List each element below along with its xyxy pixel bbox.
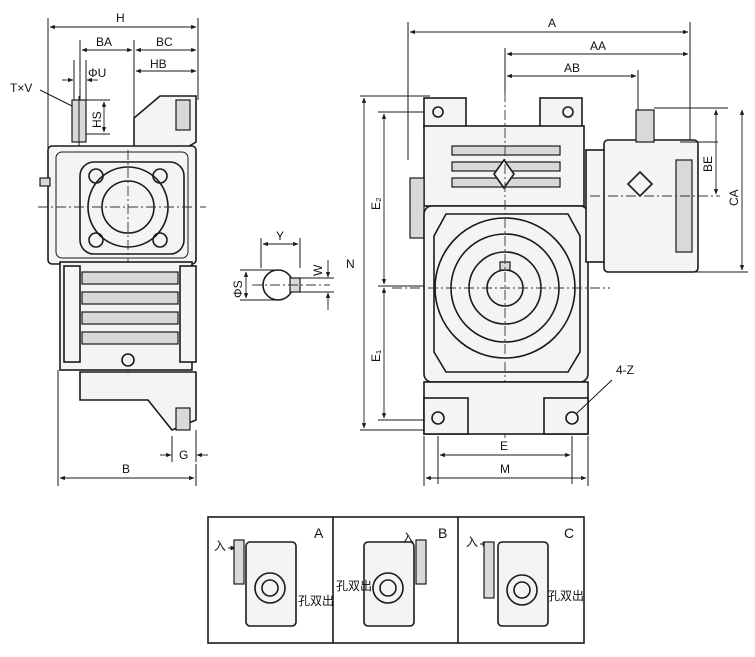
dim-HB-label: HB <box>150 57 167 71</box>
assembly-panel-B: B 入 孔双出 <box>336 525 447 627</box>
dim-AB-label: AB <box>564 61 580 75</box>
dim-PhiU-label: ΦU <box>88 66 106 80</box>
assembly-panels: A 入 孔双出 B 入 孔双出 C 入 <box>207 516 585 644</box>
dim-W-label: W <box>311 264 325 276</box>
dim-CA-label: CA <box>727 189 741 206</box>
dim-H-label: H <box>116 11 125 25</box>
dim-TxV-label: T×V <box>10 81 32 95</box>
dim-PhiS-label: ΦS <box>231 280 245 298</box>
panel-A-output-label: 孔双出 <box>298 594 334 608</box>
dim-BE-label: BE <box>701 156 715 172</box>
assembly-panel-C: C 入 孔双出 <box>466 525 584 627</box>
dim-E2-label: E₂ <box>369 197 383 210</box>
panel-C-label: C <box>564 525 574 541</box>
dim-E1-label: E₁ <box>369 350 383 362</box>
dim-AA-label: AA <box>590 39 606 53</box>
panel-A-label: A <box>314 525 324 541</box>
panel-C-output-label: 孔双出 <box>548 589 584 603</box>
dim-E-label: E <box>500 439 508 453</box>
dim-N-label: N <box>346 257 355 271</box>
dim-4Z-label: 4-Z <box>616 363 634 377</box>
dim-B-label: B <box>122 462 130 476</box>
dim-G-label: G <box>179 448 188 462</box>
dim-HS-label: HS <box>90 111 104 128</box>
dim-Y-label: Y <box>276 229 284 243</box>
dim-BC-label: BC <box>156 35 173 49</box>
assembly-panel-A: A 入 孔双出 <box>214 525 334 627</box>
panel-B-output-label: 孔双出 <box>336 579 372 593</box>
dim-BA-label: BA <box>96 35 112 49</box>
side-view: H BA BC HB ΦU T×V HS <box>10 11 208 486</box>
shaft-section: Y ΦS W <box>231 229 334 310</box>
panel-B-label: B <box>438 525 447 541</box>
panel-A-input-label: 入 <box>214 539 226 553</box>
dim-M-label: M <box>500 462 510 476</box>
front-view: A AA AB N E₂ E₁ <box>346 16 748 486</box>
dim-A-label: A <box>548 16 556 30</box>
panel-C-input-label: 入 <box>466 535 478 549</box>
